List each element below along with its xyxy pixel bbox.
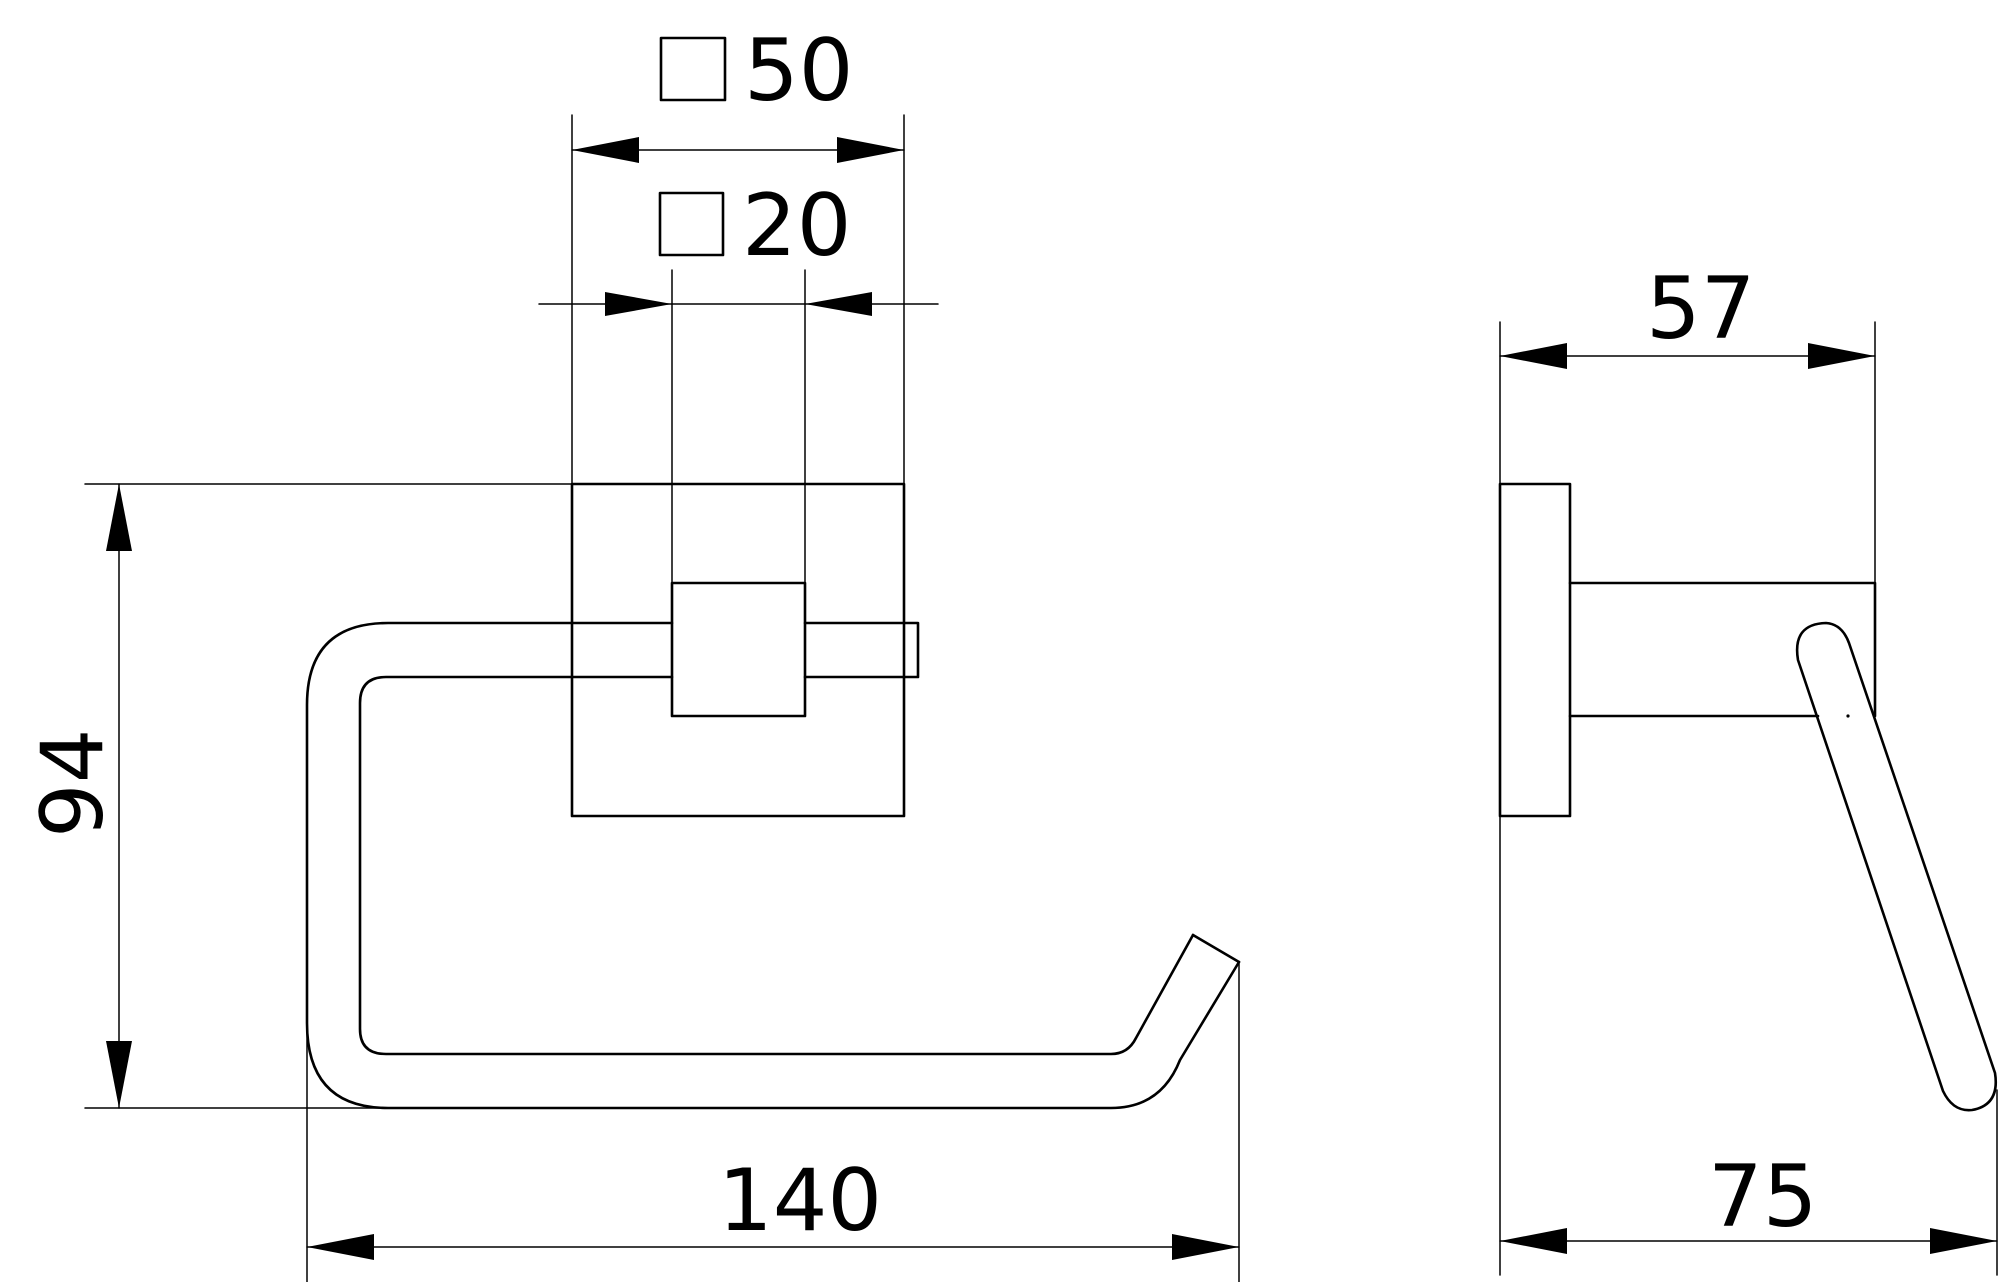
front-holder-tip — [1191, 933, 1241, 964]
front-center-block — [670, 581, 807, 718]
dimension-label-94: 94 — [23, 729, 123, 838]
dimension-width-140: 140 — [306, 961, 1240, 1282]
square-symbol-icon — [659, 36, 727, 102]
dimension-depth-75: 75 — [1499, 815, 1998, 1276]
dimension-label-75: 75 — [1708, 1147, 1817, 1247]
dimension-square-20: 20 — [538, 176, 939, 584]
dimension-height-94: 94 — [23, 483, 573, 1109]
side-pivot-point — [1846, 714, 1850, 718]
front-view — [305, 482, 1241, 1110]
dimension-depth-57: 57 — [1499, 259, 1876, 584]
square-symbol-icon — [658, 191, 725, 257]
dimension-square-50: 50 — [571, 21, 905, 485]
front-right-stub — [803, 621, 920, 679]
dimension-label-140: 140 — [718, 1151, 882, 1251]
front-holder-arm-outer — [305, 621, 1241, 1110]
dimension-label-50: 50 — [744, 21, 853, 121]
front-holder-arm-inner — [358, 675, 1195, 1056]
dimension-label-20: 20 — [742, 176, 851, 276]
front-rosette-outline — [570, 482, 906, 818]
side-arm-body — [1568, 581, 1877, 718]
side-swing-rod — [1795, 621, 1998, 1112]
side-wall-plate — [1498, 482, 1572, 818]
side-view — [1498, 482, 1998, 1112]
dimension-label-57: 57 — [1646, 259, 1755, 359]
